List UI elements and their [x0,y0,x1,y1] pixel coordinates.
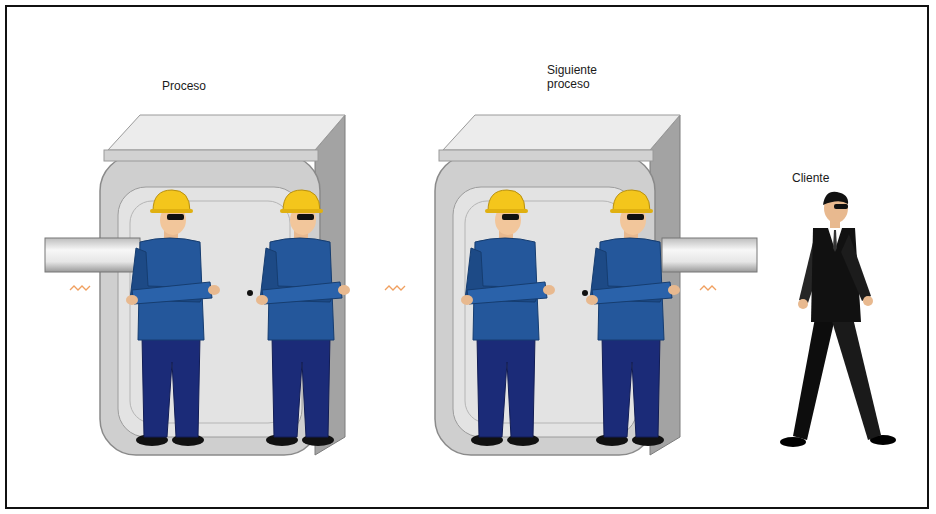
leg [793,318,835,440]
stage-label: Cliente [792,172,829,186]
hand [863,296,873,306]
worker-figure [256,190,350,446]
stage-label: Siguiente proceso [547,64,611,92]
hand [798,299,808,309]
process-machine: Proceso [100,80,345,455]
customer-figure [780,192,896,447]
flow-mark [700,286,716,290]
customer-figure: Cliente [770,172,910,455]
flow-mark [385,286,405,290]
sunglasses [834,204,848,209]
stage-label: Proceso [162,80,206,94]
machine-housing [435,115,680,455]
arm [841,234,871,301]
tie [833,230,837,252]
next-process-machine: Siguiente proceso [435,64,680,455]
hair [823,192,848,205]
worker-figure [586,190,680,446]
worker-figure [461,190,555,446]
pipe [45,238,140,272]
worker-figure [126,190,220,446]
flow-mark [70,286,90,290]
leg [831,318,881,440]
pipe [662,238,757,272]
frame [6,6,928,508]
